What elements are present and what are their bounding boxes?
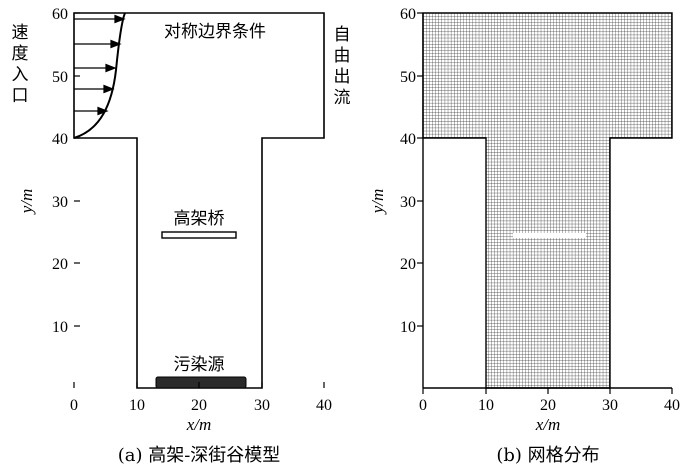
panel-a-ytick-label: 10: [52, 319, 68, 336]
panel-b-ylabel: y/m: [368, 189, 387, 216]
panel-b-ytick-label: 60: [400, 6, 416, 23]
panel-a-ytick-label: 30: [52, 194, 68, 211]
velocity-arrow-head: [114, 14, 126, 24]
panel-a-outlet-label-char: 流: [334, 88, 351, 108]
panel-a-symmetric-boundary-label: 对称边界条件: [164, 22, 266, 42]
panel-b-xtick-label: 10: [478, 397, 494, 414]
panel-b-ytick-label: 20: [400, 256, 416, 273]
panel-a-xtick-label: 30: [254, 397, 270, 414]
panel-b-xtick-label: 20: [540, 397, 556, 414]
panel-a-outlet-label-char: 自: [334, 25, 351, 45]
panel-b-ytick-label: 30: [400, 194, 416, 211]
panel-a-xtick-label: 0: [70, 397, 78, 414]
panel-a-ytick-label: 20: [52, 256, 68, 273]
panel-a-inlet-label-char: 口: [12, 86, 29, 106]
panel-b-ytick-label: 10: [400, 319, 416, 336]
panel-a-inlet-label-char: 度: [12, 44, 29, 64]
panel-a-ylabel: y/m: [17, 189, 36, 216]
panel-a-domain-outline: [73, 12, 325, 389]
panel-b-mesh: [422, 12, 673, 389]
panel-a-ytick-label: 50: [52, 69, 68, 86]
panel-a-velocity-profile: [73, 12, 126, 139]
velocity-arrow-head: [110, 39, 122, 49]
panel-a-velocity-arrows: [74, 14, 126, 116]
panel-a-xlabel: x/m: [186, 415, 212, 434]
panel-b-xtick-label: 30: [602, 397, 618, 414]
panel-b-ytick-label: 50: [400, 69, 416, 86]
panel-a-inlet-label-char: 速: [12, 23, 29, 43]
panel-b-bridge-gap: [513, 233, 586, 238]
panel-b-xtick-label: 40: [664, 397, 680, 414]
panel-a-source-label: 污染源: [174, 355, 225, 375]
panel-a-outlet-label-char: 出: [334, 67, 351, 87]
velocity-arrow-head: [103, 84, 115, 94]
panel-b-xtick-label: 0: [419, 397, 427, 414]
panel-a-bridge: [161, 231, 237, 239]
panel-a-outlet-label-char: 由: [334, 46, 351, 66]
panel-a-xtick-label: 10: [129, 397, 145, 414]
velocity-arrow-head: [97, 106, 109, 116]
panel-a-bridge-label: 高架桥: [174, 209, 225, 229]
panel-b-caption: (b) 网格分布: [496, 445, 599, 466]
velocity-arrow-head: [105, 63, 117, 73]
panel-a-ticks: [73, 12, 325, 388]
panel-a-ytick-label: 60: [52, 6, 68, 23]
panel-b: 0 10 20 30 40 10 20 30 40 50 60 x/m y/m …: [368, 6, 680, 466]
panel-a-xtick-label: 40: [316, 397, 332, 414]
panel-a: 0 10 20 30 40 10 20 30 40 50 60 x/m y/m …: [12, 6, 351, 466]
panel-a-pollution-source: [155, 376, 247, 389]
panel-a-caption: (a) 高架-深街谷模型: [118, 445, 281, 466]
panel-a-ytick-label: 40: [52, 131, 68, 148]
panel-b-ytick-label: 40: [400, 131, 416, 148]
panel-a-inlet-label-char: 入: [12, 65, 29, 85]
panel-b-ticks: [417, 12, 673, 394]
panel-b-xlabel: x/m: [535, 415, 561, 434]
panel-a-xtick-label: 20: [191, 397, 207, 414]
